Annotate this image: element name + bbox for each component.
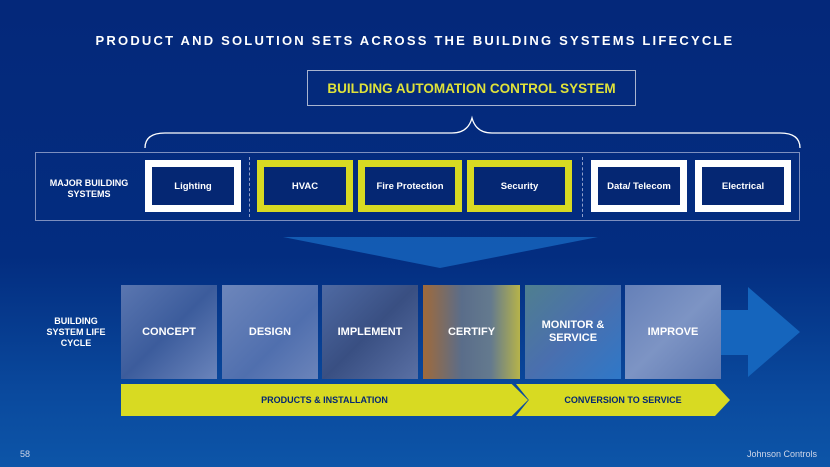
- system-lighting: Lighting: [145, 160, 241, 212]
- system-hvac: HVAC: [257, 160, 353, 212]
- slide-title: PRODUCT AND SOLUTION SETS ACROSS THE BUI…: [95, 33, 735, 48]
- lifecycle-arrow: [721, 287, 800, 377]
- stage-certify: CERTIFY: [423, 285, 520, 379]
- stage-improve: IMPROVE: [625, 285, 721, 379]
- stage-monitor-service: MONITOR & SERVICE: [525, 285, 621, 379]
- banner-products-installation: PRODUCTS & INSTALLATION: [121, 384, 528, 416]
- lifecycle-label: BUILDING SYSTEM LIFE CYCLE: [46, 316, 106, 348]
- curly-brace: [144, 115, 801, 149]
- stage-design: DESIGN: [222, 285, 318, 379]
- stage-implement: IMPLEMENT: [322, 285, 418, 379]
- bacs-box: BUILDING AUTOMATION CONTROL SYSTEM: [307, 70, 636, 106]
- systems-label: MAJOR BUILDING SYSTEMS: [49, 178, 129, 199]
- systems-container: [35, 152, 800, 221]
- funnel-arrow: [283, 237, 598, 268]
- system-data-telecom: Data/ Telecom: [591, 160, 687, 212]
- page-number: 58: [20, 449, 31, 459]
- divider: [582, 157, 583, 217]
- system-electrical: Electrical: [695, 160, 791, 212]
- banner-conversion-to-service: CONVERSION TO SERVICE: [516, 384, 730, 416]
- system-security: Security: [467, 160, 572, 212]
- system-fire-protection: Fire Protection: [358, 160, 462, 212]
- brand-name: Johnson Controls: [746, 449, 817, 459]
- stage-concept: CONCEPT: [121, 285, 217, 379]
- divider: [249, 157, 250, 217]
